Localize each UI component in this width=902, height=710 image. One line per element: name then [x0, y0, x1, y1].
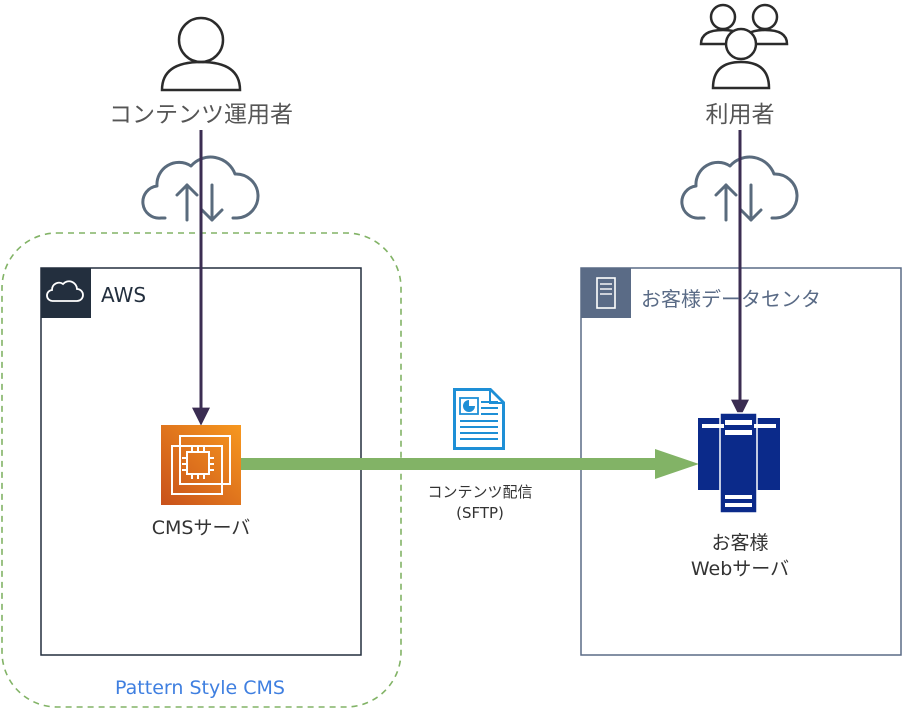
datacenter-server-icon: [581, 268, 631, 318]
visitor-label: 利用者: [670, 95, 810, 129]
content-delivery-arrow: [241, 449, 699, 479]
aws-cloud-icon: [41, 268, 91, 318]
operator-label: コンテンツ運用者: [101, 95, 301, 129]
cloud-upload-download-icon: [680, 155, 799, 222]
ec2-instance-icon: [161, 425, 241, 505]
users-group-icon: [699, 3, 789, 90]
aws-group-label: AWS: [101, 283, 147, 307]
datacenter-group-label: お客様データセンタ: [641, 287, 821, 311]
web-server-icon: [698, 412, 780, 514]
cms-group-label: Pattern Style CMS: [115, 677, 285, 699]
web-server-label-line2: Webサーバ: [690, 558, 790, 580]
cms-server-label: CMSサーバ: [151, 517, 251, 539]
cloud-upload-download-icon: [141, 155, 260, 222]
user-icon: [160, 16, 242, 92]
delivery-label-line1: コンテンツ配信: [427, 483, 533, 501]
delivery-label-line2: (SFTP): [456, 504, 504, 522]
web-server-label-line1: お客様: [711, 532, 769, 554]
document-report-icon: [453, 388, 505, 450]
